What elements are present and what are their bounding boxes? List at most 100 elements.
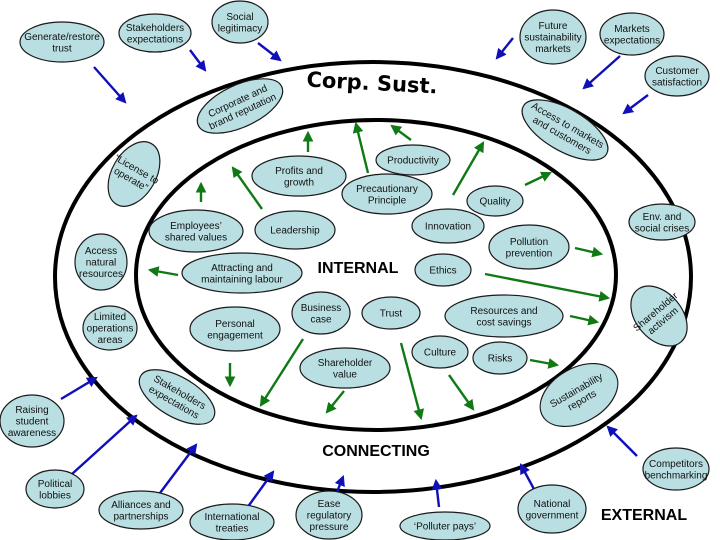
node-shape (644, 55, 710, 97)
node-shape (630, 285, 688, 347)
arrow-precautionary-up-icon (352, 121, 370, 174)
zone-label-connecting: CONNECTING (322, 443, 430, 460)
node-label-line: growth (284, 177, 314, 188)
node-label-line: International (204, 512, 259, 523)
node-shape (291, 291, 351, 335)
node-label-line: Stakeholders (126, 23, 184, 34)
node-label-line: Ease (318, 499, 341, 510)
node-label-line: Customer (655, 66, 699, 77)
node-label-line: Risks (488, 354, 512, 365)
internal-node-ethics: Ethics (414, 253, 472, 287)
arrow-risks-right-icon (529, 358, 560, 369)
arrow-generate-trust-icon (93, 66, 127, 104)
node-shape (521, 99, 609, 161)
node-shape (19, 21, 105, 63)
node-label-line: lobbies (39, 490, 71, 501)
node-shape (0, 394, 65, 448)
arrow-innovation-up-icon (451, 141, 485, 196)
zone-label-external: EXTERNAL (601, 507, 687, 524)
node-label-line: expectations (604, 35, 660, 46)
node-label-line: Attracting and (211, 263, 273, 274)
arrow-leadership-up-icon (231, 166, 263, 210)
internal-node-trust: Trust (361, 296, 421, 330)
node-label-line: Raising (15, 405, 48, 416)
node-label-line: Alliances and (111, 500, 170, 511)
node-shape (189, 503, 275, 540)
node-label-line: Personal (215, 319, 254, 330)
node-label-line: Generate/restore (24, 32, 100, 43)
node-shape (375, 144, 451, 176)
node-label-line: benchmarking (645, 470, 708, 481)
inner-ring-internal (134, 118, 618, 432)
node-label-line: Limited (94, 312, 126, 323)
node-label-line: value (333, 369, 357, 380)
node-shape (189, 306, 281, 352)
node-label-line: Trust (380, 309, 403, 320)
node-label-line: Business (301, 303, 342, 314)
node-shape (196, 78, 284, 134)
arrow-alliances-icon (156, 443, 198, 498)
node-label-line: regulatory (307, 511, 351, 522)
node-label-line: Env. and (643, 212, 682, 223)
node-shape (251, 155, 347, 197)
node-shape (25, 469, 85, 509)
node-label-line: Culture (424, 348, 457, 359)
node-shape (488, 224, 570, 270)
arrow-markets-expectations-icon (582, 55, 621, 90)
node-shape (411, 208, 485, 244)
arrow-resources-right-icon (569, 314, 600, 326)
node-shape (181, 252, 303, 294)
internal-node-leadership: Leadership (254, 210, 336, 250)
node-label-line: markets (535, 44, 571, 55)
arrow-national-government-icon (519, 463, 537, 492)
arrow-trust-down-icon (399, 342, 424, 421)
node-label-line: Political (38, 479, 72, 490)
internal-node-quality: Quality (466, 185, 524, 217)
node-label-line: resources (79, 269, 123, 280)
node-label-line: satisfaction (652, 77, 702, 88)
node-shape (148, 209, 244, 253)
arrow-shareholder-down-icon (325, 390, 345, 414)
internal-node-productivity: Productivity (375, 144, 451, 176)
node-shape (444, 294, 564, 338)
node-label-line: engagement (207, 330, 263, 341)
node-label-line: Access (85, 246, 117, 257)
node-shape (82, 305, 138, 351)
node-label-line: Future (539, 21, 568, 32)
arrow-quality-right-icon (524, 171, 552, 187)
arrow-customer-satisfaction-icon (622, 94, 649, 115)
node-label-line: legitimacy (218, 23, 262, 34)
node-shape (539, 362, 619, 428)
internal-node-employees-shared-values: Employees’shared values (148, 209, 244, 253)
node-label-line: pressure (310, 522, 349, 533)
node-shape (295, 490, 363, 540)
arrow-ethics-right-icon (484, 272, 611, 302)
node-label-line: Principle (368, 195, 407, 206)
node-shape (98, 490, 184, 530)
node-label-line: Productivity (387, 156, 439, 167)
node-shape (107, 141, 161, 207)
node-shape (411, 335, 469, 369)
node-label-line: cost savings (476, 317, 531, 328)
arrow-social-legitimacy-icon (257, 42, 282, 62)
node-label-line: Quality (479, 197, 510, 208)
node-label-line: Pollution (510, 237, 548, 248)
node-label-line: natural (86, 258, 117, 269)
